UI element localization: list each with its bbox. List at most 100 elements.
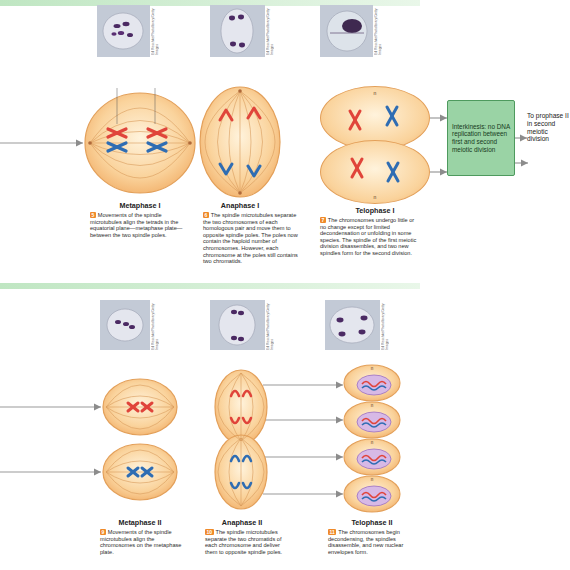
- anaphase-ii-cell: [241, 373, 253, 441]
- metaphase-i-cell: [108, 143, 126, 151]
- metaphase-i-cell: [90, 132, 190, 144]
- callout-number: 5: [90, 212, 96, 218]
- anaphase-ii-cell: [243, 456, 251, 461]
- metaphase-ii-cell: [128, 468, 138, 476]
- metaphase-ii-cell: [106, 461, 174, 472]
- micrograph: [107, 309, 143, 341]
- anaphase-ii-cell: [215, 370, 267, 444]
- stage-title: Anaphase II: [202, 519, 282, 527]
- anaphase-ii-cell: [231, 456, 239, 461]
- node-text: To prophase II in second meiotic divisio…: [527, 112, 570, 143]
- stage-title: Metaphase II: [100, 519, 180, 527]
- metaphase-i-cell: [148, 143, 166, 151]
- metaphase-ii-cell: [106, 385, 174, 407]
- metaphase-i-cell: [188, 141, 192, 145]
- metaphase-i-cell: [148, 143, 166, 151]
- micrograph: [221, 9, 253, 53]
- caption-text: The chromosomes undergo little or no cha…: [320, 217, 416, 256]
- caption-text: Movements of the spindle microtubules al…: [100, 529, 181, 555]
- micrograph: [127, 33, 133, 37]
- anaphase-i-cell: [220, 108, 260, 176]
- micrograph: [229, 16, 235, 21]
- metaphase-i-cell: [90, 108, 190, 143]
- flow-arrow: [0, 471, 101, 472]
- metaphase-ii-cell: [128, 403, 152, 476]
- flow-arrow: [0, 143, 528, 494]
- anaphase-i-cell: [220, 110, 232, 120]
- micrograph: [118, 31, 124, 35]
- metaphase-ii-cell: [142, 468, 152, 476]
- anaphase-ii-cell: [218, 373, 241, 441]
- telophase-ii-cell: [344, 365, 400, 401]
- micrograph: [342, 19, 362, 33]
- metaphase-ii-cell: [106, 472, 174, 483]
- metaphase-ii-cell: [106, 472, 174, 494]
- stage-caption: 10The spindle microtubules separate the …: [205, 529, 293, 555]
- anaphase-ii-cell: [231, 391, 251, 488]
- anaphase-i-cell: [240, 91, 251, 193]
- photo-credit: Ed Reschke/Photolibrary/Getty Images: [266, 302, 274, 350]
- anaphase-i-cell: [238, 191, 242, 195]
- metaphase-i-cell: [88, 141, 92, 145]
- micrograph: [103, 13, 143, 49]
- interkinesis-box: Interkinesis: no DNA replication between…: [447, 100, 515, 176]
- stage-caption: 11The chromosomes begin decondensing, th…: [328, 529, 418, 555]
- anaphase-i-cell: [240, 91, 275, 193]
- metaphase-ii-cell: [106, 450, 174, 472]
- micrograph: [219, 305, 255, 345]
- metaphase-ii-cell: [106, 396, 174, 407]
- stage-title: Telophase II: [332, 519, 412, 527]
- anaphase-ii-cell: [231, 483, 239, 488]
- next-step-note: To prophase II in second meiotic divisio…: [527, 112, 570, 143]
- node-text: n: [374, 90, 377, 96]
- telophase-ii-cell: [357, 375, 391, 395]
- micrograph: [111, 32, 116, 36]
- flow-arrow: [515, 137, 527, 138]
- anaphase-ii-cell: [231, 391, 239, 396]
- micrograph: [123, 22, 130, 26]
- micrograph: [129, 325, 135, 329]
- metaphase-ii-cell: [106, 472, 174, 473]
- stage-caption: 5Movements of the spindle microtubules a…: [90, 212, 188, 238]
- callout-number: 11: [328, 529, 336, 535]
- stage-title: Telophase I: [335, 207, 415, 215]
- anaphase-i-cell: [205, 91, 275, 193]
- micrograph: [327, 11, 367, 51]
- metaphase-ii-cell: [142, 468, 152, 476]
- ploidy-label: n: [360, 366, 384, 371]
- metaphase-ii-cell: [103, 444, 177, 500]
- anaphase-i-cell: [200, 87, 280, 197]
- stage-caption: 7The chromosomes undergo little or no ch…: [320, 217, 420, 257]
- anaphase-i-cell: [248, 166, 260, 176]
- stage-caption: 9Movements of the spindle microtubules a…: [100, 529, 182, 555]
- stage-caption: 6The spindle microtubules separate the t…: [203, 212, 300, 265]
- micrograph: [115, 320, 121, 324]
- metaphase-i-cell: [148, 129, 166, 137]
- metaphase-i-cell: [148, 129, 166, 137]
- metaphase-ii-cell: [106, 407, 174, 429]
- metaphase-i-cell: [90, 121, 190, 144]
- anaphase-i-cell: [240, 91, 263, 193]
- telophase-ii-cell: [344, 402, 400, 438]
- metaphase-i-cell: [90, 143, 190, 155]
- node-text: n: [374, 194, 377, 200]
- micrograph: [238, 311, 244, 315]
- anaphase-ii-cell: [241, 438, 253, 506]
- photo-credit: Ed Reschke/Photolibrary/Getty Images: [374, 7, 382, 55]
- anaphase-ii-cell: [241, 373, 264, 441]
- micrograph: [230, 42, 236, 47]
- photo-credit: Ed Reschke/Photolibrary/Getty Images: [151, 302, 159, 350]
- micrograph: [330, 307, 374, 343]
- anaphase-i-cell: [218, 91, 241, 193]
- flow-arrow: [430, 117, 447, 118]
- metaphase-ii-cell: [106, 385, 174, 494]
- photo-credit: Ed Reschke/Photolibrary/Getty Images: [266, 7, 274, 55]
- photo-credit: Ed Reschke/Photolibrary/Getty Images: [381, 302, 389, 350]
- flow-arrow: [263, 493, 343, 494]
- metaphase-ii-cell: [142, 403, 152, 411]
- caption-text: The spindle microtubules separate the tw…: [205, 529, 282, 555]
- telophase-ii-cell: [344, 365, 400, 512]
- metaphase-i-cell: [108, 143, 126, 151]
- anaphase-ii-cell: [243, 418, 251, 423]
